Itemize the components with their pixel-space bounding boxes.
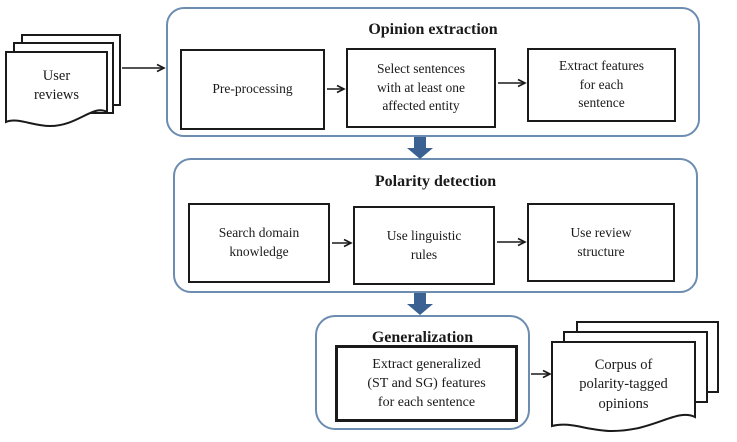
box-use-review-structure-label: Use review structure [570, 224, 632, 259]
box-extract-features-label: Extract features for each sentence [558, 58, 645, 111]
box-use-review-structure: Use review structure [527, 203, 675, 282]
stage-title-polarity-detection: Polarity detection [374, 173, 497, 190]
box-use-linguistic-rules: Use linguistic rules [353, 206, 495, 285]
box-search-domain-knowledge: Search domain knowledge [188, 203, 330, 283]
down-arrow-opinion-to-polarity-icon [407, 137, 433, 159]
stage-title-opinion-extraction: Opinion extraction [368, 21, 498, 38]
container-opinion-extraction [166, 7, 700, 137]
box-select-sentences-label: Select sentences with at least one affec… [376, 61, 466, 114]
user-reviews-label: User reviews [33, 68, 80, 103]
box-extract-features: Extract features for each sentence [527, 48, 676, 122]
down-arrow-polarity-to-generalization-icon [407, 293, 433, 315]
stage-title-generalization: Generalization [371, 329, 474, 346]
box-select-sentences: Select sentences with at least one affec… [346, 48, 496, 128]
box-pre-processing: Pre-processing [180, 49, 325, 130]
box-search-domain-knowledge-label: Search domain knowledge [218, 225, 300, 259]
box-pre-processing-label: Pre-processing [212, 81, 293, 97]
corpus-label: Corpus of polarity-tagged opinions [579, 357, 668, 412]
container-generalization [315, 315, 530, 430]
box-extract-generalized-features-label: Extract generalized (ST and SG) features… [367, 356, 486, 411]
box-extract-generalized-features: Extract generalized (ST and SG) features… [335, 345, 518, 422]
container-polarity-detection [173, 158, 698, 293]
box-use-linguistic-rules-label: Use linguistic rules [386, 227, 462, 262]
